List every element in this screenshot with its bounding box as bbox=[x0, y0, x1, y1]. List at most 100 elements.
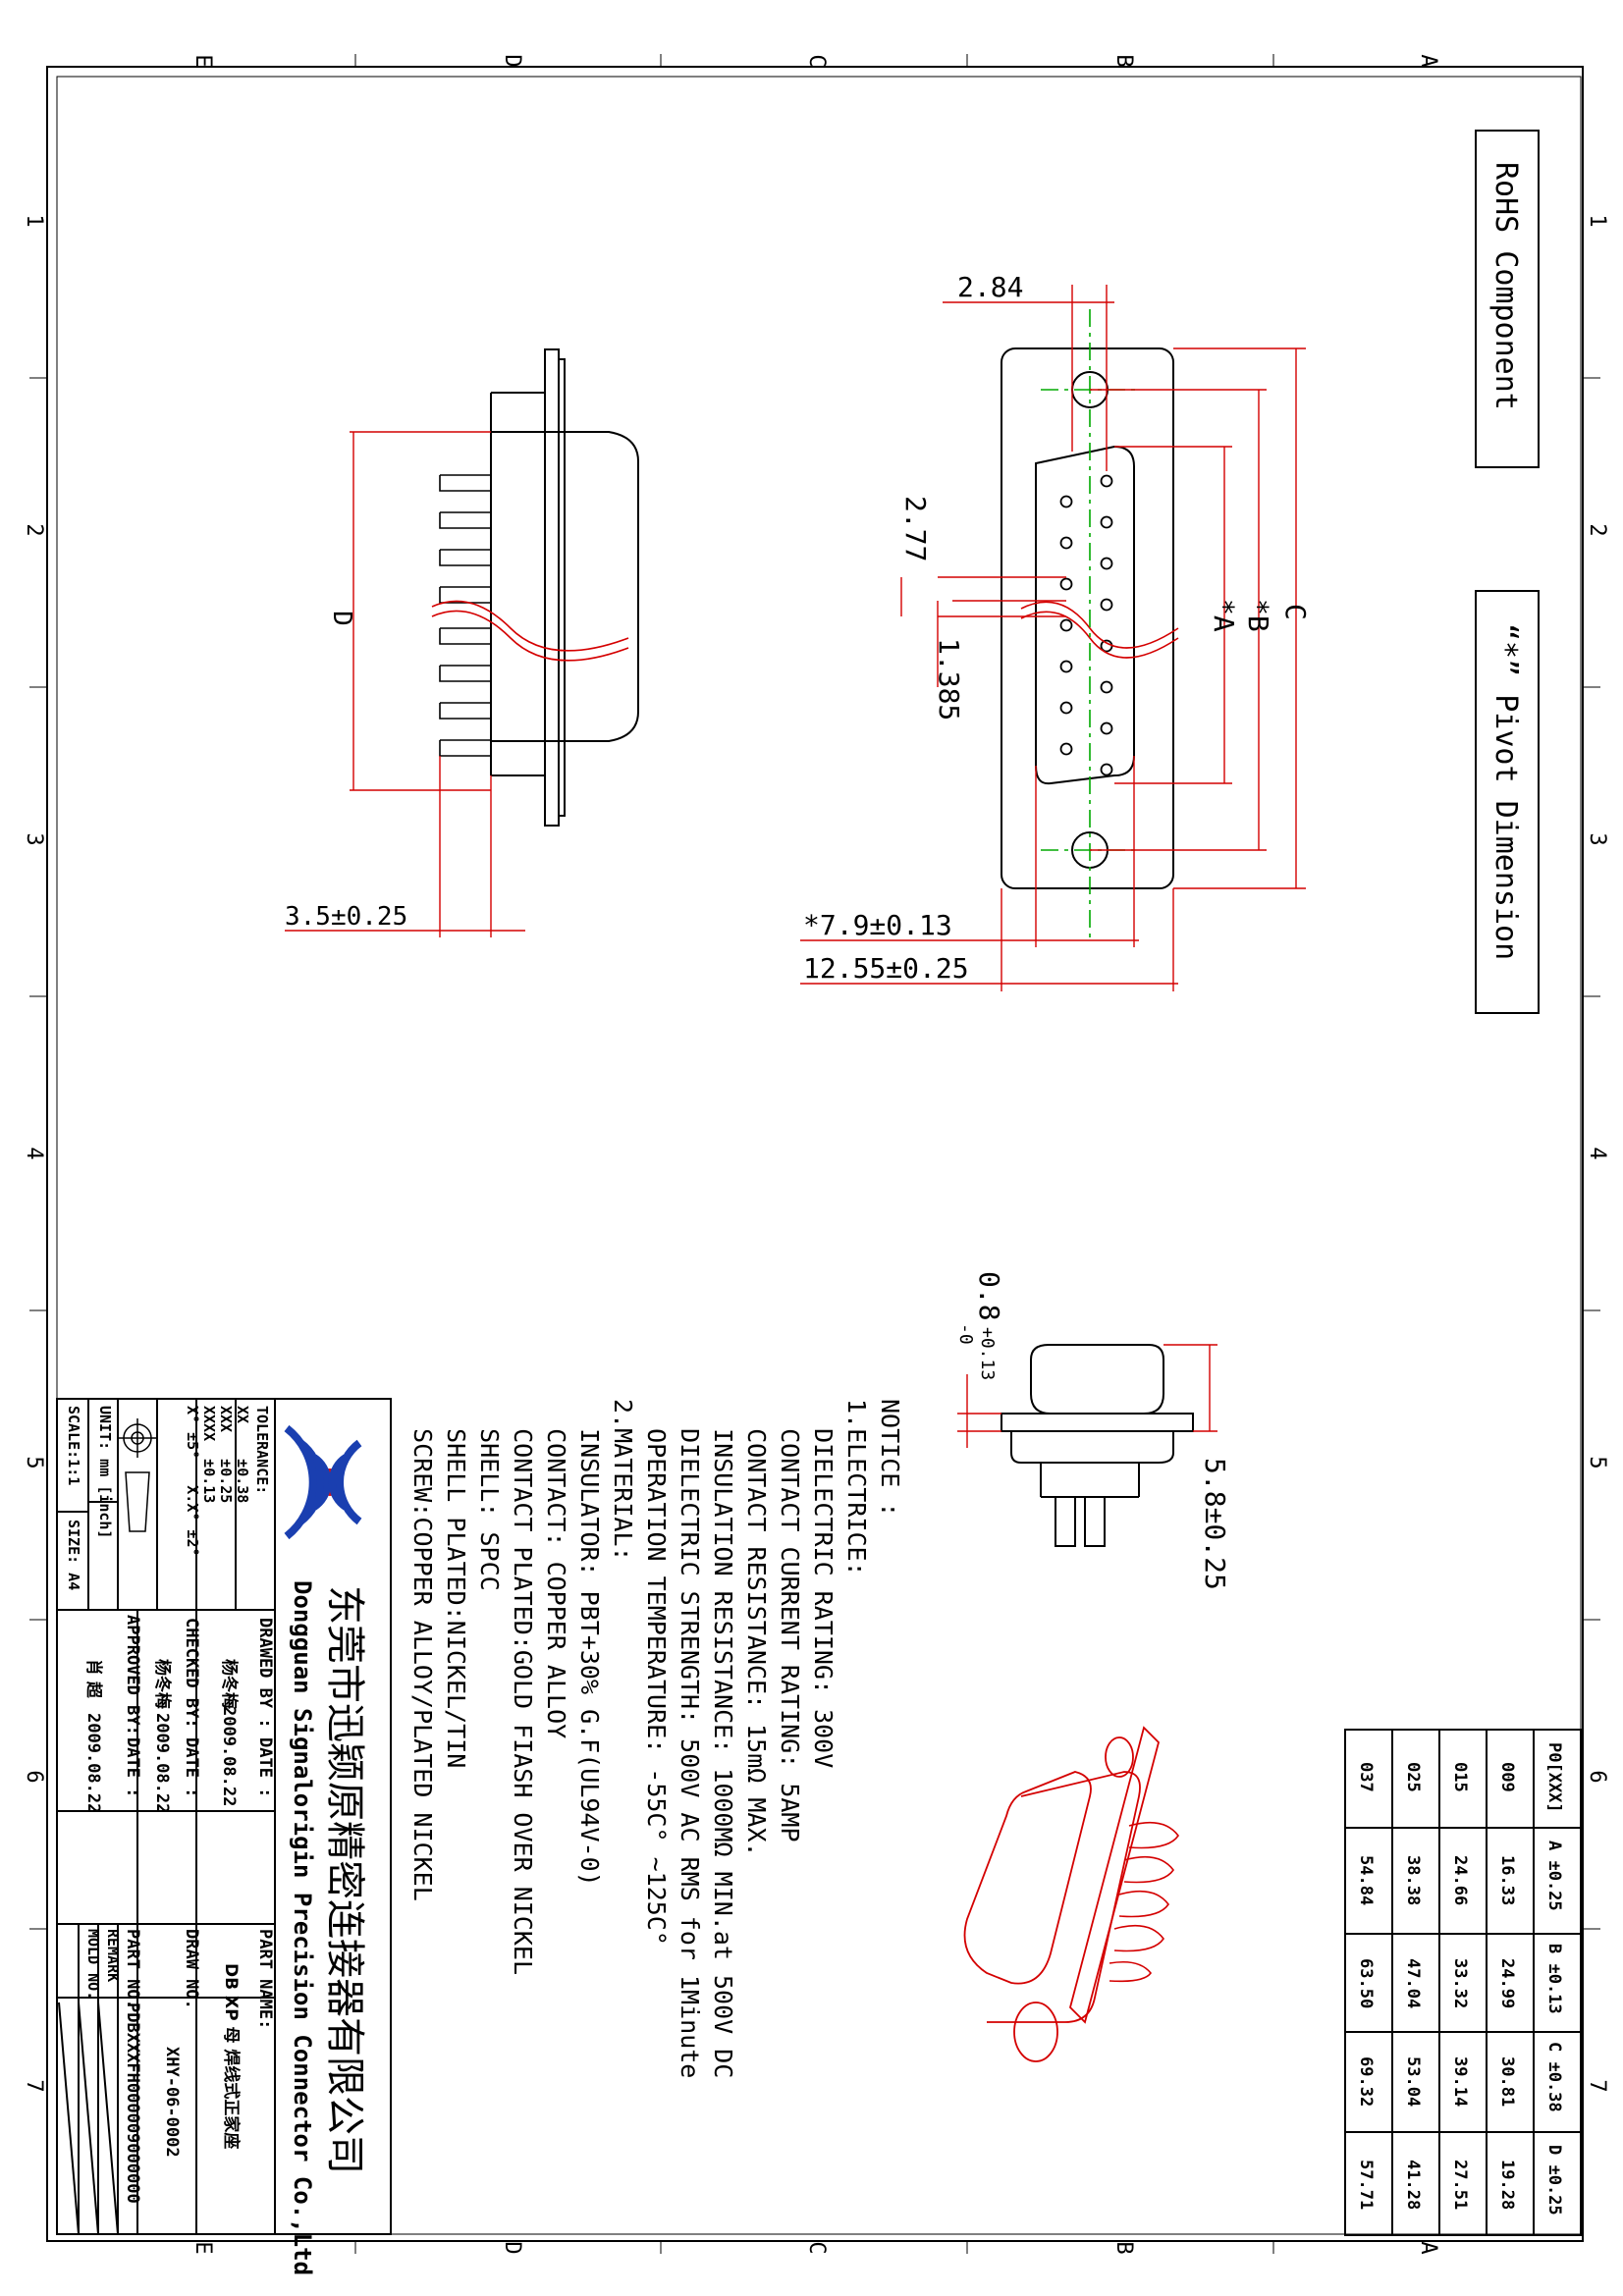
table-header: B ±0.13 bbox=[1544, 1944, 1564, 2014]
top-view-dimensions bbox=[957, 1344, 1217, 1448]
dim-label-c: C bbox=[1279, 604, 1312, 620]
table-cell: 30.81 bbox=[1497, 2056, 1517, 2107]
outer-frame bbox=[29, 54, 1600, 2254]
frame-letter-bottom-d: D bbox=[500, 2241, 524, 2254]
frame-num-right-1: 1 bbox=[1585, 214, 1609, 227]
mold-no-label: MOLD NO. bbox=[84, 1929, 102, 2000]
frame-letter-bottom-b: B bbox=[1111, 2241, 1136, 2254]
dimension-table bbox=[1344, 1729, 1582, 2236]
frame-num-right-5: 5 bbox=[1585, 1456, 1609, 1468]
notice-line: INSULATION RESISTANCE: 1000MΩ MIN.at 500… bbox=[709, 1399, 737, 2078]
frame-num-right-7: 7 bbox=[1585, 2079, 1609, 2092]
draw-no-value: XHY-06-0002 bbox=[162, 2047, 182, 2158]
drawed-by-label: DRAWED BY : bbox=[255, 1618, 275, 1729]
part-name-value: DB XP 母 焊线式正家座 bbox=[221, 1963, 242, 2149]
frame-num-left-4: 4 bbox=[22, 1147, 46, 1159]
frame-letter-top-e: E bbox=[190, 54, 215, 67]
frame-num-left-3: 3 bbox=[22, 832, 46, 845]
dim-0-8-tol-upper: +0.13 bbox=[977, 1327, 998, 1380]
notice-line: CONTACT CURRENT RATING: 5AMP bbox=[776, 1399, 804, 1842]
notice-line: 1.ELECTRICE: bbox=[842, 1399, 871, 1576]
table-cell: 57.71 bbox=[1356, 2160, 1376, 2210]
isometric-connector bbox=[963, 1726, 1179, 2062]
tolerance-xxx: XXX ±0.25 bbox=[217, 1406, 235, 1503]
notice-title: NOTICE : bbox=[876, 1399, 904, 1517]
notice-line: INSULATOR: PBT+30% G.F(UL94V-0) bbox=[575, 1399, 604, 1887]
approved-date-value: 2009.08.22 bbox=[83, 1713, 103, 1813]
pivot-box: “*” Pivot Dimension bbox=[1475, 590, 1540, 1014]
frame-letter-bottom-e: E bbox=[190, 2241, 215, 2254]
frame-num-right-4: 4 bbox=[1585, 1147, 1609, 1159]
table-header: D ±0.25 bbox=[1544, 2145, 1564, 2216]
frame-num-right-2: 2 bbox=[1585, 523, 1609, 536]
frame-num-right-6: 6 bbox=[1585, 1770, 1609, 1783]
table-header: P0[XXX] bbox=[1544, 1742, 1564, 1813]
frame-letter-bottom-c: C bbox=[804, 2241, 829, 2254]
dim-7-9: *7.9±0.13 bbox=[803, 909, 952, 941]
frame-num-right-3: 3 bbox=[1585, 832, 1609, 845]
part-no-label: PART NO. bbox=[123, 1929, 142, 2009]
draw-no-label: DRAW NO. bbox=[182, 1929, 201, 2009]
notice-line: CONTACT: COPPER ALLOY bbox=[542, 1399, 570, 1738]
dim-0-8-tol-lower: -0 bbox=[955, 1323, 976, 1345]
frame-num-left-1: 1 bbox=[22, 214, 46, 227]
table-cell: 24.66 bbox=[1450, 1855, 1470, 1905]
tolerance-xxxx: XXXX ±0.13 bbox=[200, 1406, 218, 1503]
projection-symbol bbox=[118, 1418, 157, 1532]
side-view-dimensions bbox=[285, 431, 525, 937]
part-no-value: PDBXXXFH000009000000 bbox=[123, 2002, 142, 2204]
front-view bbox=[1001, 347, 1179, 889]
approved-by-value: 肖 超 bbox=[83, 1659, 104, 1699]
notice-line: DIELECTRIC STRENGTH: 500V AC RMS for 1Mi… bbox=[676, 1399, 704, 2078]
notice-line: CONTACT RESISTANCE: 15mΩ MAX. bbox=[742, 1399, 771, 1857]
table-cell: 24.99 bbox=[1497, 1958, 1517, 2008]
table-cell: 009 bbox=[1497, 1762, 1517, 1792]
tolerance-xx: XX ±0.38 bbox=[234, 1406, 251, 1503]
dim-3-5: 3.5±0.25 bbox=[285, 902, 407, 932]
dim-2-77: 2.77 bbox=[899, 496, 932, 561]
checked-by-label: CHECKED BY: bbox=[182, 1618, 201, 1729]
rohs-label: RoHS Component bbox=[1488, 162, 1523, 410]
unit-label: UNIT: mm [inch] bbox=[96, 1406, 114, 1538]
notice-line: CONTACT PLATED:GOLD FIASH OVER NICKEL bbox=[509, 1399, 537, 1975]
checked-by-value: 杨冬梅 bbox=[152, 1659, 173, 1709]
frame-letter-top-c: C bbox=[804, 54, 829, 67]
pivot-label: “*” Pivot Dimension bbox=[1488, 623, 1523, 960]
table-cell: 025 bbox=[1403, 1762, 1423, 1792]
company-logo bbox=[284, 1424, 362, 1540]
table-cell: 015 bbox=[1450, 1762, 1470, 1792]
frame-letter-top-a: A bbox=[1416, 54, 1440, 67]
scale-label: SCALE:1:1 bbox=[65, 1406, 82, 1485]
dim-2-84: 2.84 bbox=[957, 271, 1023, 303]
table-cell: 33.32 bbox=[1450, 1958, 1470, 2008]
frame-num-left-7: 7 bbox=[22, 2079, 46, 2092]
table-cell: 16.33 bbox=[1497, 1855, 1517, 1905]
table-cell: 19.28 bbox=[1497, 2160, 1517, 2210]
title-block bbox=[56, 1398, 392, 2235]
rohs-box: RoHS Component bbox=[1475, 130, 1540, 468]
notice-line: 2.MATERIAL: bbox=[609, 1399, 637, 1562]
table-cell: 38.38 bbox=[1403, 1855, 1423, 1905]
drawed-date-value: 2009.08.22 bbox=[219, 1706, 239, 1806]
dim-1-385: 1.385 bbox=[933, 638, 965, 721]
table-cell: 54.84 bbox=[1356, 1855, 1376, 1905]
dim-12-55: 12.55±0.25 bbox=[803, 952, 969, 985]
notice-line: SHELL: SPCC bbox=[475, 1399, 504, 1591]
dim-0-8: 0.8 bbox=[973, 1271, 1005, 1321]
frame-letter-top-d: D bbox=[500, 54, 524, 67]
front-view-dimensions bbox=[800, 285, 1306, 991]
remark-label: REMARK bbox=[104, 1929, 122, 1982]
table-cell: 69.32 bbox=[1356, 2056, 1376, 2107]
company-name-cn: 东莞市迅颖原精密连接器有限公司 bbox=[322, 1585, 367, 2174]
tolerance-label: TOLERANCE: bbox=[253, 1406, 271, 1494]
dim-5-8: 5.8±0.25 bbox=[1199, 1458, 1231, 1590]
drawed-by-value: 杨冬梅 bbox=[219, 1659, 240, 1709]
frame-num-left-2: 2 bbox=[22, 523, 46, 536]
table-cell: 41.28 bbox=[1403, 2160, 1423, 2210]
table-cell: 27.51 bbox=[1450, 2160, 1470, 2210]
top-view bbox=[1001, 1344, 1194, 1547]
notice-line: OPERATION TEMPERATURE: -55C° ~125C° bbox=[642, 1399, 671, 1946]
checked-date-label: DATE : bbox=[182, 1737, 201, 1797]
frame-num-left-6: 6 bbox=[22, 1770, 46, 1783]
notice-line: DIELECTRIC RATING: 300V bbox=[809, 1399, 838, 1768]
